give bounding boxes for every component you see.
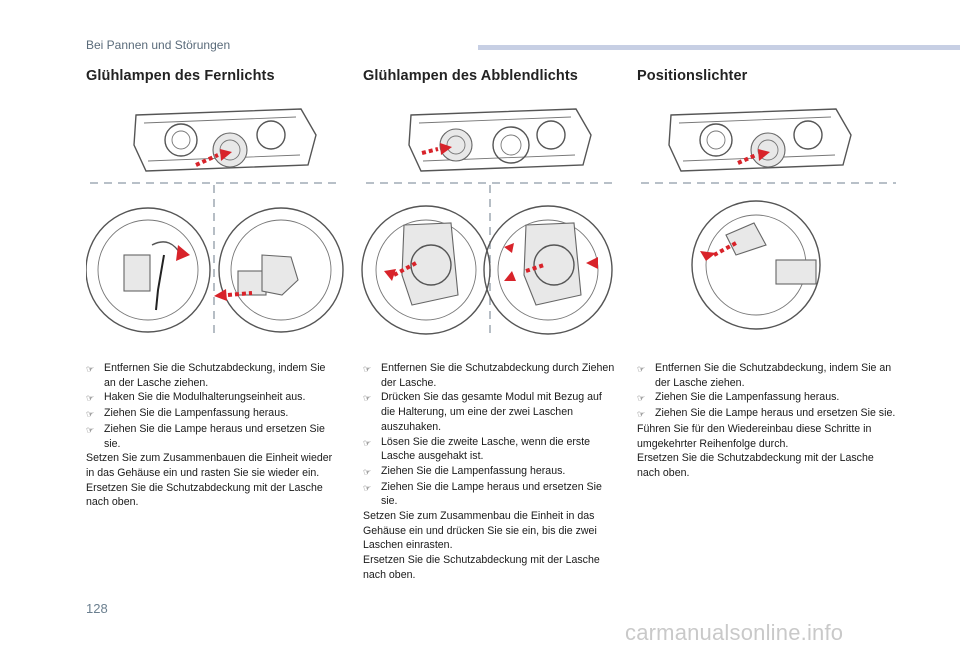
- detail-second-tab: [483, 205, 613, 335]
- list-item: ☞Ziehen Sie die Lampenfassung heraus.: [86, 406, 336, 422]
- column-title: Glühlampen des Fernlichts: [86, 68, 275, 84]
- arrow-bullet-icon: ☞: [86, 409, 95, 420]
- arrow-bullet-icon: ☞: [637, 364, 646, 374]
- detail-bulb-removal-1: [214, 207, 344, 333]
- note-paragraph: Führen Sie für den Wiedereinbau diese Sc…: [637, 422, 872, 450]
- arrow-bullet-icon: ☞: [637, 393, 646, 404]
- instructions-abblendlicht: ☞Entfernen Sie die Schutzabdeckung durch…: [363, 361, 615, 583]
- instructions-fernlicht: ☞Entfernen Sie die Schutzabdeckung, inde…: [86, 361, 336, 510]
- headlamp-illustrations: [86, 108, 896, 335]
- list-item: ☞Entfernen Sie die Schutzabdeckung durch…: [363, 362, 615, 389]
- note-paragraph: Ersetzen Sie die Schutzabdeckung mit der…: [86, 481, 323, 509]
- column-positionslichter: Positionslichter: [637, 68, 887, 84]
- note-paragraph: Setzen Sie zum Zusammenbau die Einheit i…: [363, 510, 597, 552]
- instructions-positionslichter: ☞Entfernen Sie die Schutzabdeckung, inde…: [637, 361, 899, 481]
- note-paragraph: Setzen Sie zum Zusammenbauen die Einheit…: [86, 452, 333, 479]
- list-item: ☞Ziehen Sie die Lampe heraus und ersetze…: [86, 422, 325, 450]
- arrow-bullet-icon: ☞: [363, 364, 372, 374]
- list-item: ☞Ziehen Sie die Lampe heraus und ersetze…: [363, 480, 602, 508]
- arrow-bullet-icon: ☞: [363, 437, 372, 448]
- arrow-bullet-icon: ☞: [363, 466, 372, 477]
- header-bar: [478, 45, 960, 50]
- list-item: ☞Ziehen Sie die Lampenfassung heraus.: [637, 390, 899, 406]
- list-item: ☞Drücken Sie das gesamte Modul mit Bezug…: [363, 391, 602, 433]
- list-item: ☞Lösen Sie die zweite Lasche, wenn die e…: [363, 435, 591, 463]
- note-paragraph: Ersetzen Sie die Schutzabdeckung mit der…: [637, 452, 874, 479]
- arrow-bullet-icon: ☞: [86, 393, 95, 404]
- column-title: Positionslichter: [637, 68, 748, 84]
- detail-module-unhook: [361, 205, 491, 335]
- headlamp-unit-3: [668, 108, 852, 172]
- list-item: ☞Entfernen Sie die Schutzabdeckung, inde…: [86, 362, 326, 389]
- list-item: ☞Ziehen Sie die Lampenfassung heraus.: [363, 464, 615, 480]
- arrow-bullet-icon: ☞: [363, 393, 372, 404]
- arrow-bullet-icon: ☞: [363, 482, 372, 493]
- headlamp-unit-2: [408, 108, 592, 172]
- column-fernlicht: Glühlampen des Fernlichts: [86, 68, 336, 84]
- arrow-bullet-icon: ☞: [86, 364, 95, 374]
- section-header: Bei Pannen und Störungen: [86, 38, 231, 52]
- note-paragraph: Ersetzen Sie die Schutzabdeckung mit der…: [363, 554, 600, 581]
- list-item: ☞Entfernen Sie die Schutzabdeckung, inde…: [637, 362, 892, 389]
- detail-cover-removal-1: [86, 207, 211, 333]
- arrow-bullet-icon: ☞: [86, 424, 95, 435]
- page-number: 128: [86, 601, 108, 616]
- list-item: ☞Haken Sie die Modulhalterungseinheit au…: [86, 390, 336, 406]
- list-item: ☞Ziehen Sie die Lampe heraus und ersetze…: [637, 406, 899, 422]
- column-title: Glühlampen des Abblendlichts: [363, 68, 578, 84]
- arrow-bullet-icon: ☞: [637, 409, 646, 420]
- column-abblendlicht: Glühlampen des Abblendlichts: [363, 68, 613, 84]
- watermark: carmanualsonline.info: [625, 620, 844, 645]
- headlamp-unit-1: [133, 108, 317, 172]
- detail-position-light: [691, 200, 821, 330]
